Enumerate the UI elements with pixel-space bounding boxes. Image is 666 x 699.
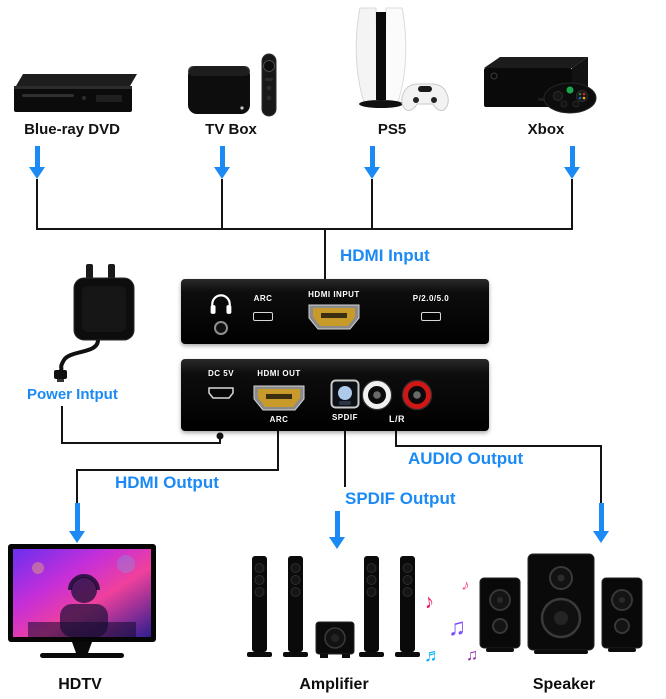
- audio-output-label: AUDIO Output: [408, 449, 524, 468]
- speaker-set-image: [476, 548, 654, 672]
- down-arrow-xbox: [569, 146, 575, 167]
- hdtv-image: [8, 544, 156, 666]
- dc-5v-label: DC 5V: [207, 369, 235, 378]
- output-label-amplifier: Amplifier: [299, 676, 369, 693]
- down-arrow-tvbox: [219, 146, 225, 167]
- rca-left-port: [361, 379, 393, 411]
- source-label-bluray: Blue-ray DVD: [24, 121, 120, 138]
- extractor-back-panel: DC 5V HDMI OUT ARC SPDIF L/R: [181, 359, 489, 431]
- tv-box-image: [186, 52, 282, 118]
- music-note-icon: ♫: [448, 614, 466, 641]
- hdmi-input-port: [308, 304, 360, 330]
- down-arrow-amplifier: [334, 511, 340, 537]
- xbox-console-image: [478, 52, 604, 118]
- down-arrow-speaker: [598, 503, 604, 531]
- hdmi-out-label: HDMI OUT: [257, 369, 301, 378]
- rca-right-port: [401, 379, 433, 411]
- music-note-icon: ♪: [460, 576, 472, 595]
- down-arrow-ps5: [369, 146, 375, 167]
- front-hdmi-input-label: HDMI INPUT: [308, 290, 360, 299]
- back-arc-label: ARC: [269, 415, 289, 424]
- headphone-icon: [210, 294, 232, 314]
- spdif-label: SPDIF: [331, 413, 359, 422]
- source-label-ps5: PS5: [377, 121, 407, 138]
- lr-label: L/R: [389, 414, 405, 424]
- bluray-player-image: [12, 66, 137, 116]
- front-arc-port: [253, 312, 273, 321]
- ps5-console-image: [338, 4, 450, 122]
- dc-power-port: [208, 387, 234, 399]
- hdmi-input-label: HDMI Input: [340, 246, 430, 265]
- spdif-optical-port: [330, 379, 360, 409]
- music-note-icon: ♪: [422, 590, 436, 614]
- music-note-icon: ♬: [424, 645, 442, 665]
- front-mode-port: [421, 312, 441, 321]
- output-label-hdtv: HDTV: [58, 676, 102, 693]
- output-label-speaker: Speaker: [532, 676, 596, 693]
- front-mode-label: P/2.0/5.0: [412, 294, 450, 303]
- extractor-front-panel: ARC HDMI INPUT P/2.0/5.0: [181, 279, 489, 344]
- hdmi-out-port: [253, 385, 305, 411]
- power-input-label: Power Intput: [27, 386, 118, 403]
- amplifier-image: [242, 552, 427, 674]
- source-label-xbox: Xbox: [527, 121, 565, 138]
- hdmi-output-label: HDMI Output: [115, 473, 219, 492]
- source-label-tvbox: TV Box: [205, 121, 257, 138]
- music-note-icon: ♫: [466, 647, 478, 664]
- headphone-jack-port: [214, 321, 228, 335]
- power-adapter-image: [28, 262, 158, 382]
- front-arc-label: ARC: [253, 294, 273, 303]
- down-arrow-hdtv: [74, 503, 80, 531]
- down-arrow-bluray: [34, 146, 40, 167]
- spdif-output-label: SPDIF Output: [345, 489, 456, 508]
